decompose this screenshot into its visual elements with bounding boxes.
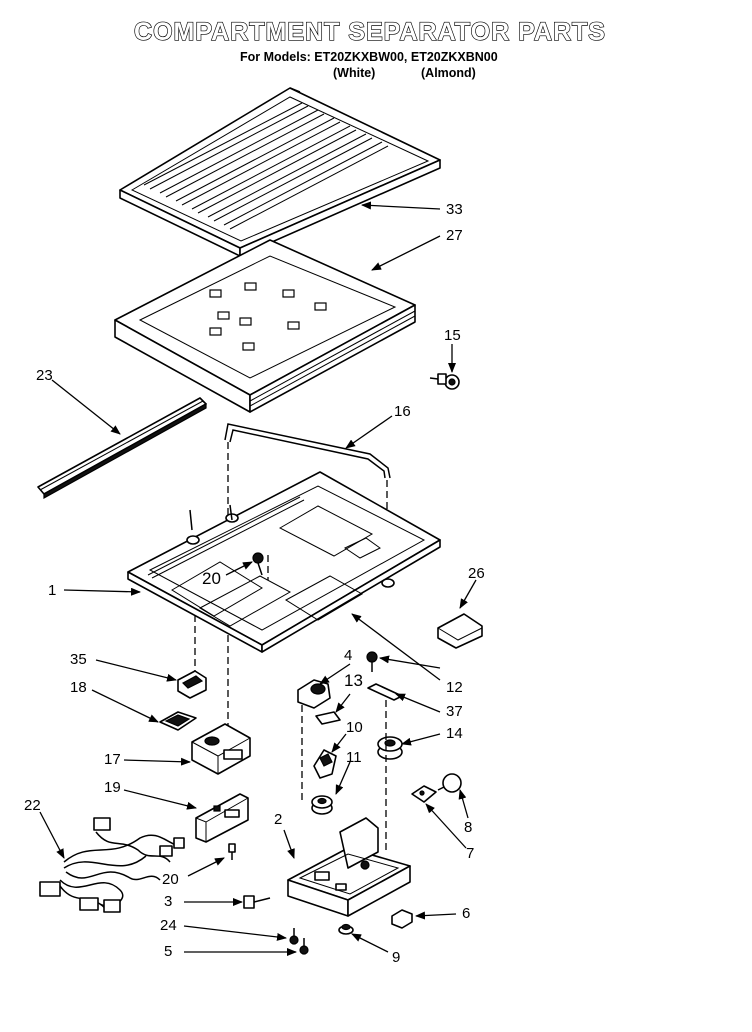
color-white: (White) [333, 66, 376, 80]
label-14: 14 [446, 725, 463, 742]
label-23: 23 [36, 367, 53, 384]
label-22: 22 [24, 797, 41, 814]
label-20-lower: 20 [162, 871, 179, 888]
part-3-clip [243, 895, 271, 909]
label-11: 11 [346, 749, 362, 766]
label-8: 8 [464, 819, 472, 836]
label-19: 19 [104, 779, 121, 796]
label-24: 24 [160, 917, 177, 934]
label-2: 2 [274, 811, 282, 828]
part-26-bracket [437, 613, 483, 649]
label-16: 16 [394, 403, 411, 420]
part-6-connector [391, 909, 413, 929]
label-1: 1 [48, 582, 56, 599]
label-9: 9 [392, 949, 400, 966]
label-27: 27 [446, 227, 463, 244]
part-1-separator-pan [127, 471, 441, 730]
color-almond: (Almond) [421, 66, 476, 80]
part-24-screw [289, 928, 299, 945]
label-15: 15 [444, 327, 461, 344]
label-35: 35 [70, 651, 87, 668]
part-8-lamp [437, 773, 462, 793]
part-11-knob [311, 795, 333, 815]
part-19-control-bracket [195, 793, 249, 843]
part-10-switch [313, 749, 337, 779]
label-4: 4 [344, 647, 352, 664]
part-17-control-housing [191, 723, 251, 775]
label-10: 10 [346, 719, 363, 736]
part-22-wire-harness [39, 817, 185, 913]
part-5-screw [299, 938, 309, 955]
part-33-shelf-grille [119, 87, 441, 257]
part-9-knob [338, 923, 354, 935]
part-20-screw-upper [252, 552, 264, 576]
part-4-housing [297, 679, 331, 800]
part-23-trim-strip [37, 397, 207, 500]
label-18: 18 [70, 679, 87, 696]
models-line: For Models: ET20ZKXBW00, ET20ZKXBN00 [240, 50, 498, 64]
label-12: 12 [446, 679, 463, 696]
label-7: 7 [466, 845, 474, 862]
label-5: 5 [164, 943, 172, 960]
part-12-screw [366, 651, 378, 672]
label-3: 3 [164, 893, 172, 910]
part-2-base-housing [287, 817, 411, 917]
part-27-cover [114, 239, 416, 413]
part-15-fastener [429, 373, 460, 390]
label-33: 33 [446, 201, 463, 218]
label-17: 17 [104, 751, 121, 768]
leader-lines [39, 201, 477, 956]
part-37-strip [367, 683, 403, 701]
part-18-cover [159, 711, 197, 731]
part-20-screw-lower [228, 843, 236, 860]
part-7-socket [411, 785, 437, 803]
label-20-upper: 20 [202, 569, 221, 588]
part-13-duct [315, 711, 341, 725]
label-26: 26 [468, 565, 485, 582]
part-labels: 33 27 15 23 16 1 20 26 4 13 12 37 10 14 … [24, 201, 485, 966]
part-14-knob [377, 700, 403, 850]
label-13: 13 [344, 671, 363, 690]
label-6: 6 [462, 905, 470, 922]
part-35-clip [177, 670, 207, 699]
page-title: COMPARTMENT SEPARATOR PARTS [133, 17, 606, 46]
label-37: 37 [446, 703, 463, 720]
